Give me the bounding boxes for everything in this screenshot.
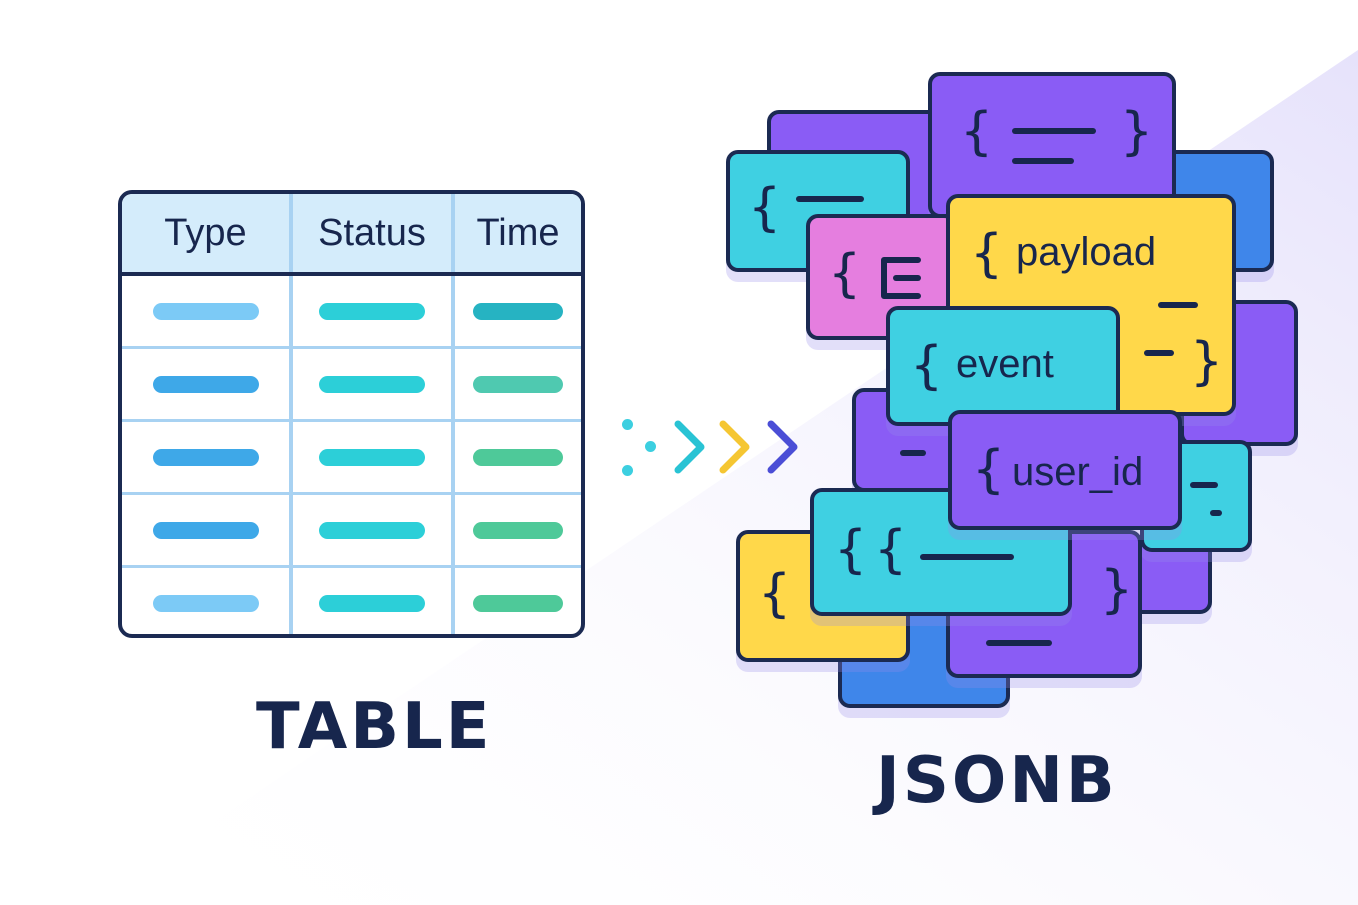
open-brace-icon: { <box>758 564 792 624</box>
table-row <box>122 276 581 346</box>
arrow-dot <box>622 465 633 476</box>
open-brace-icon: { <box>960 102 994 162</box>
placeholder-value-bar <box>319 375 425 393</box>
header-status: Status <box>289 194 451 272</box>
line-mark <box>986 640 1052 646</box>
placeholder-value-bar <box>152 448 259 466</box>
table-cell <box>289 349 451 419</box>
line-mark <box>920 554 1014 560</box>
placeholder-value-bar <box>319 302 425 320</box>
placeholder-value-bar <box>473 375 563 393</box>
json-card: { } <box>928 72 1176 218</box>
placeholder-value-bar <box>152 594 259 612</box>
table-cell <box>289 568 451 634</box>
arrow-dot <box>622 419 633 430</box>
table-row <box>122 419 581 492</box>
table-row <box>122 492 581 565</box>
open-brace-icon: { <box>748 178 782 238</box>
table-cell <box>451 349 581 419</box>
close-brace-icon: } <box>1190 332 1224 392</box>
line-mark <box>796 196 864 202</box>
table-row <box>122 346 581 419</box>
table-cell <box>451 568 581 634</box>
open-brace-icon: { <box>874 520 908 580</box>
header-type: Type <box>164 211 247 254</box>
table-cell <box>122 349 289 419</box>
line-mark <box>1210 510 1222 516</box>
table-cell <box>289 495 451 565</box>
close-brace-icon: } <box>1100 560 1134 620</box>
table-cell <box>289 276 451 346</box>
chevron-right-icon <box>719 420 750 474</box>
data-table: Type Status Time <box>118 190 585 638</box>
placeholder-value-bar <box>152 521 259 539</box>
json-card-user-id: { user_id <box>948 410 1182 530</box>
table-cell <box>122 568 289 634</box>
key-label-payload: payload <box>1016 230 1157 274</box>
table-cell <box>451 422 581 492</box>
key-label-user-id: user_id <box>1012 450 1144 494</box>
line-mark <box>1012 128 1096 134</box>
placeholder-value-bar <box>319 594 425 612</box>
table-cell <box>451 276 581 346</box>
placeholder-value-bar <box>473 448 563 466</box>
placeholder-value-bar <box>473 521 563 539</box>
table-cell <box>122 276 289 346</box>
open-brace-icon: { <box>910 336 944 396</box>
chevron-right-icon <box>767 420 798 474</box>
placeholder-value-bar <box>319 521 425 539</box>
placeholder-value-bar <box>152 375 259 393</box>
open-brace-icon: { <box>828 244 862 304</box>
close-brace-icon: } <box>1120 102 1154 162</box>
table-body <box>122 276 581 634</box>
jsonb-caption: JSONB <box>876 744 1118 818</box>
key-label-event: event <box>956 342 1054 386</box>
bracket-icon <box>881 257 921 299</box>
open-brace-icon: { <box>972 440 1006 500</box>
open-brace-icon: { <box>834 520 868 580</box>
line-mark <box>1144 350 1174 356</box>
open-brace-icon: { <box>970 224 1004 284</box>
table-cell <box>122 495 289 565</box>
json-card-event: { event <box>886 306 1120 426</box>
table-row <box>122 565 581 634</box>
arrow-dot <box>645 441 656 452</box>
line-mark <box>1190 482 1218 488</box>
placeholder-value-bar <box>152 302 259 320</box>
table-cell <box>289 422 451 492</box>
table-cell <box>122 422 289 492</box>
placeholder-value-bar <box>319 448 425 466</box>
line-mark <box>1158 302 1198 308</box>
header-time: Time <box>451 194 581 272</box>
table-caption: TABLE <box>256 690 493 764</box>
placeholder-value-bar <box>473 594 563 612</box>
table-header: Type Status Time <box>122 194 581 276</box>
chevron-right-icon <box>674 420 705 474</box>
line-mark <box>900 450 926 456</box>
line-mark <box>1012 158 1074 164</box>
placeholder-value-bar <box>473 302 563 320</box>
table-cell <box>451 495 581 565</box>
